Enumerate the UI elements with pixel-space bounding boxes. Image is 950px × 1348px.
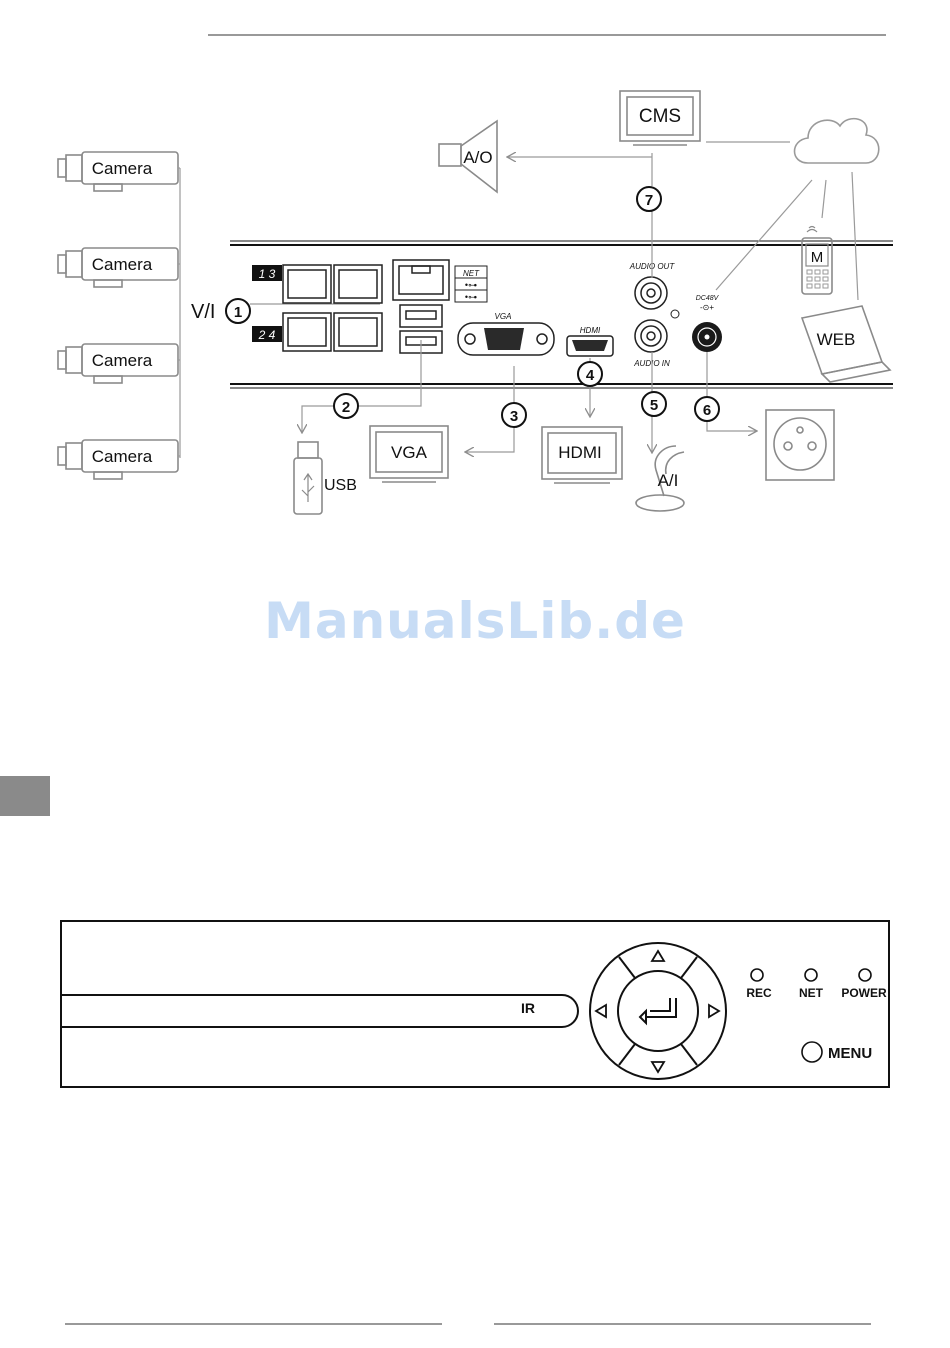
usb-label: USB <box>324 477 357 494</box>
callout-7: 7 <box>637 187 661 211</box>
camera-3: Camera <box>58 344 178 383</box>
callout-3: 3 <box>502 403 526 427</box>
camera-2: Camera <box>58 248 178 287</box>
svg-text:3: 3 <box>510 408 518 425</box>
svg-text:VGA: VGA <box>495 312 512 321</box>
mobile-label: M <box>811 249 824 266</box>
ir-window <box>61 995 578 1027</box>
dvr-front-panel: IR REC <box>61 921 889 1087</box>
audio-out-port <box>635 277 667 309</box>
hdmi-port: HDMI <box>567 326 613 356</box>
vga-monitor: VGA <box>370 426 448 482</box>
svg-text:5: 5 <box>650 397 658 414</box>
svg-text:7: 7 <box>645 192 653 209</box>
svg-text:1 3: 1 3 <box>259 267 276 281</box>
vga-port: VGA <box>458 312 554 355</box>
svg-text:POWER: POWER <box>841 986 887 1000</box>
camera-label: Camera <box>92 255 153 274</box>
ai-label: A/I <box>658 471 679 490</box>
video-port-4 <box>334 313 382 351</box>
svg-text:HDMI: HDMI <box>580 326 601 335</box>
net-port <box>393 260 449 300</box>
usb-stick-icon <box>294 442 322 514</box>
callout-4: 4 <box>578 362 602 386</box>
svg-text:1: 1 <box>234 304 242 321</box>
svg-text:DC48V: DC48V <box>696 295 720 302</box>
usb-port-1 <box>400 305 442 327</box>
svg-text:2: 2 <box>342 399 350 416</box>
cloud-icon <box>795 119 879 163</box>
vi-label: V/I <box>191 301 215 323</box>
usb-symbol-icon: •⊶ <box>465 280 477 290</box>
camera-label: Camera <box>92 447 153 466</box>
svg-text:NET: NET <box>463 269 480 278</box>
net-usb-legend: NET •⊶ •⊶ <box>455 266 487 302</box>
video-port-1 <box>283 265 331 303</box>
watermark: ManualsLib.de <box>0 592 950 650</box>
usb-symbol-icon: •⊶ <box>465 292 477 302</box>
callout-6: 6 <box>695 397 719 421</box>
audio-in-port <box>635 320 667 352</box>
power-indicator: POWER <box>841 969 887 1000</box>
power-socket-icon <box>766 410 834 480</box>
svg-text:CMS: CMS <box>639 106 681 127</box>
arrow-up-icon[interactable] <box>652 951 664 961</box>
svg-text:HDMI: HDMI <box>558 443 601 462</box>
ao-label: A/O <box>463 148 492 167</box>
enter-icon[interactable] <box>640 998 676 1023</box>
camera-label: Camera <box>92 351 153 370</box>
camera-wiring <box>178 168 180 458</box>
svg-text:2 4: 2 4 <box>258 328 276 342</box>
menu-button[interactable]: MENU <box>802 1042 872 1062</box>
svg-text:4: 4 <box>586 367 595 384</box>
web-label: WEB <box>817 330 856 349</box>
video-port-3 <box>334 265 382 303</box>
video-port-2 <box>283 313 331 351</box>
dc-power-port <box>692 322 722 352</box>
network-links <box>508 142 858 300</box>
polarity-icon: -⊙+ <box>700 303 714 312</box>
camera-label: Camera <box>92 159 153 178</box>
net-indicator: NET <box>799 969 824 1000</box>
arrow-left-icon[interactable] <box>596 1005 606 1017</box>
phone-icon: M <box>802 227 832 295</box>
cms-monitor: CMS <box>620 91 700 145</box>
svg-text:MENU: MENU <box>828 1045 872 1062</box>
audio-screw <box>671 310 679 318</box>
svg-text:REC: REC <box>746 986 772 1000</box>
ir-label: IR <box>521 1000 535 1016</box>
side-tab <box>0 776 50 816</box>
arrow-right-icon[interactable] <box>709 1005 719 1017</box>
camera-1: Camera <box>58 152 178 191</box>
hdmi-monitor: HDMI <box>542 427 622 483</box>
rec-indicator: REC <box>746 969 772 1000</box>
arrow-down-icon[interactable] <box>652 1062 664 1072</box>
navigation-pad[interactable] <box>590 943 726 1079</box>
camera-4: Camera <box>58 440 178 479</box>
svg-text:VGA: VGA <box>391 443 428 462</box>
callout-5: 5 <box>642 392 666 416</box>
callout-1: 1 <box>226 299 250 323</box>
svg-text:NET: NET <box>799 986 824 1000</box>
svg-text:6: 6 <box>703 402 711 419</box>
callout-2: 2 <box>334 394 358 418</box>
dvr-back-panel: 1 3 2 4 <box>230 241 893 388</box>
